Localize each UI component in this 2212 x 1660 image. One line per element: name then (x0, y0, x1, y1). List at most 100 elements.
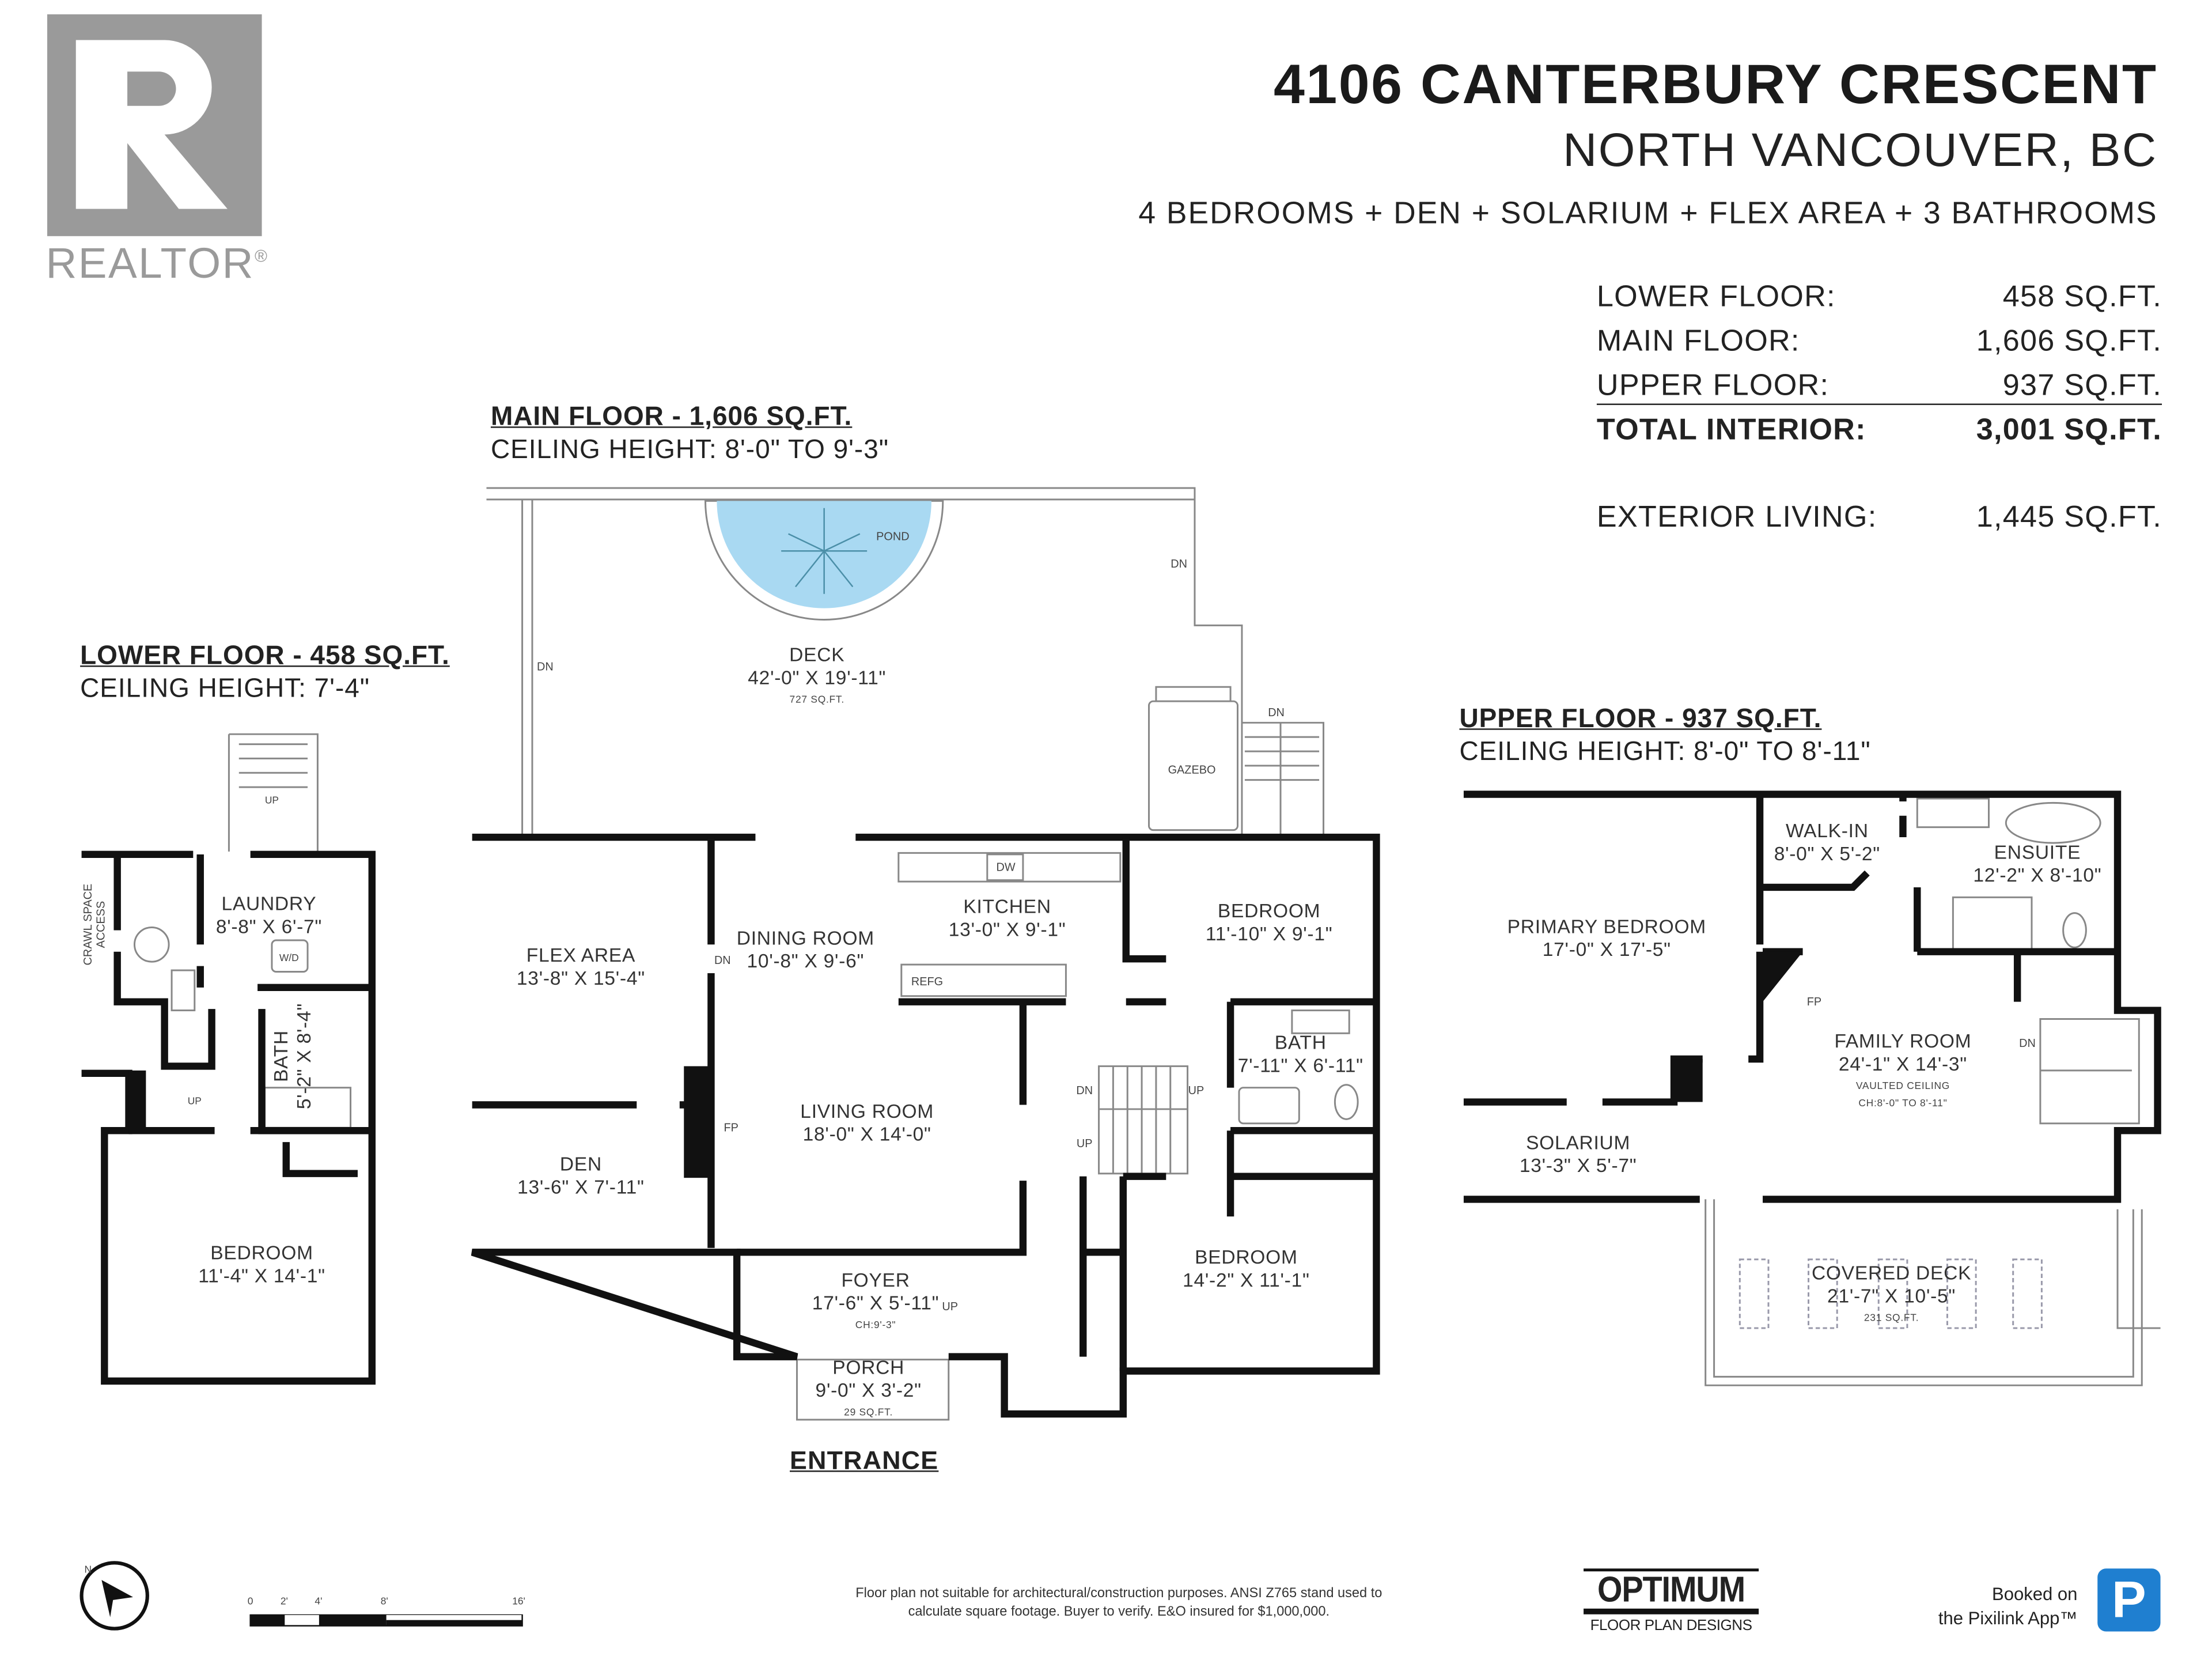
area-value: 3,001 SQ.FT. (1976, 413, 2162, 447)
main-floor-ceiling: CEILING HEIGHT: 8'-0" TO 9'-3" (490, 433, 889, 464)
room-name: DECK (789, 644, 845, 665)
area-label: LOWER FLOOR: (1596, 280, 1836, 313)
room-name: COVERED DECK (1811, 1262, 1972, 1284)
realtor-wordmark: REALTOR® (46, 240, 269, 288)
fireplace-label: FP (1806, 995, 1822, 1008)
booked-line: the Pixilink App™ (1938, 1608, 2078, 1629)
room-name: WALK-IN (1785, 820, 1869, 842)
room-name: ENSUITE (1994, 841, 2081, 863)
gazebo-label: GAZEBO (1168, 763, 1216, 777)
entrance-label: ENTRANCE (790, 1446, 939, 1475)
access-text: ACCESS (94, 901, 108, 948)
stairs-down-label: DN (1171, 557, 1188, 570)
room-dims: 13'-3" X 5'-7" (1519, 1155, 1637, 1177)
area-row-main: MAIN FLOOR: 1,606 SQ.FT. (1597, 325, 2162, 360)
optimum-wordmark: OPTIMUM (1584, 1568, 1759, 1614)
room-dims: 42'-0" X 19'-11" (748, 667, 887, 689)
area-value: 1,606 SQ.FT. (1976, 324, 2162, 358)
booked-line: Booked on (1991, 1584, 2078, 1605)
scale-tick: 4' (315, 1597, 323, 1608)
room-name: FLEX AREA (526, 944, 636, 966)
room-note: CH:8'-0" TO 8'-11" (1858, 1099, 1948, 1109)
room-name: FOYER (841, 1269, 910, 1291)
room-name: BEDROOM (1195, 1246, 1298, 1268)
property-address: 4106 CANTERBURY CRESCENT (1274, 54, 2158, 116)
room-dims: 8'-0" X 5'-2" (1774, 842, 1880, 865)
room-dims: 17'-6" X 5'-11" (812, 1292, 940, 1314)
scale-bar: 0 2' 4' 8' 16' (246, 1597, 532, 1632)
stairs-up-label: UP (942, 1300, 959, 1313)
room-name: BATH (270, 1030, 292, 1083)
north-compass-icon: N (79, 1560, 150, 1631)
disclaimer-line: calculate square footage. Buyer to verif… (908, 1604, 1330, 1620)
pond-plant-icon (781, 508, 868, 594)
scale-tick: 0 (247, 1597, 253, 1608)
room-dims: 8'-8" X 6'-7" (215, 916, 323, 937)
area-row-total: TOTAL INTERIOR: 3,001 SQ.FT. (1597, 414, 2162, 448)
room-name: DEN (559, 1153, 602, 1175)
area-label: TOTAL INTERIOR: (1596, 413, 1866, 447)
room-dims: 11'-10" X 9'-1" (1205, 923, 1333, 945)
realtor-logo (47, 14, 262, 236)
stairs-down-label: DN (714, 954, 731, 967)
crawl-text: CRAWL SPACE (81, 883, 94, 966)
compass-n: N (84, 1566, 92, 1576)
optimum-logo: OPTIMUM FLOOR PLAN DESIGNS (1574, 1568, 1768, 1634)
realtor-text: REALTOR (46, 240, 255, 288)
disclaimer-line: Floor plan not suitable for architectura… (855, 1586, 1382, 1602)
room-dims: 24'-1" X 14'-3" (1838, 1053, 1967, 1075)
room-dims: 18'-0" X 14'-0" (802, 1123, 931, 1145)
room-name: BEDROOM (1217, 900, 1321, 922)
upper-floor-heading: UPPER FLOOR - 937 SQ.FT. (1459, 702, 1822, 733)
stairs-down-label: DN (1076, 1084, 1093, 1097)
room-dims: 11'-4" X 14'-1" (198, 1265, 325, 1287)
room-note: VAULTED CEILING (1855, 1082, 1950, 1092)
optimum-subtitle: FLOOR PLAN DESIGNS (1590, 1617, 1752, 1635)
stairs-down-label: DN (536, 660, 554, 674)
disclaimer: Floor plan not suitable for architectura… (855, 1585, 1382, 1622)
room-note: CH:9'-3" (855, 1321, 896, 1331)
property-summary: 4 BEDROOMS + DEN + SOLARIUM + FLEX AREA … (1138, 196, 2158, 230)
area-label: MAIN FLOOR: (1596, 324, 1800, 358)
upper-floor-ceiling: CEILING HEIGHT: 8'-0" TO 8'-11" (1459, 735, 1871, 766)
room-dims: 5'-2" X 8'-4" (293, 1003, 315, 1110)
room-name: PRIMARY BEDROOM (1507, 916, 1706, 937)
lower-floor-ceiling: CEILING HEIGHT: 7'-4" (80, 672, 370, 703)
pond-label: POND (876, 530, 910, 543)
room-dims: 9'-0" X 3'-2" (815, 1379, 922, 1401)
room-dims: 17'-0" X 17'-5" (1542, 939, 1671, 961)
room-dims: 13'-6" X 7'-11" (517, 1176, 645, 1198)
exterior-outlines (133, 487, 2161, 1421)
area-label: UPPER FLOOR: (1596, 369, 1830, 402)
area-value: 937 SQ.FT. (2002, 369, 2162, 402)
room-dims: 21'-7" X 10'-5" (1827, 1285, 1956, 1307)
property-city: NORTH VANCOUVER, BC (1563, 123, 2158, 176)
room-name: SOLARIUM (1526, 1132, 1631, 1154)
room-name: LIVING ROOM (800, 1101, 934, 1122)
scale-tick: 16' (512, 1597, 525, 1608)
room-area: 231 SQ.FT. (1863, 1314, 1919, 1324)
room-name: FAMILY ROOM (1834, 1030, 1972, 1052)
pixilink-app-icon[interactable]: P (2097, 1568, 2161, 1632)
room-name: BATH (1274, 1031, 1327, 1054)
lower-floor-heading: LOWER FLOOR - 458 SQ.FT. (80, 640, 450, 670)
fireplace-label: FP (724, 1121, 738, 1135)
scale-tick: 8' (380, 1597, 388, 1608)
